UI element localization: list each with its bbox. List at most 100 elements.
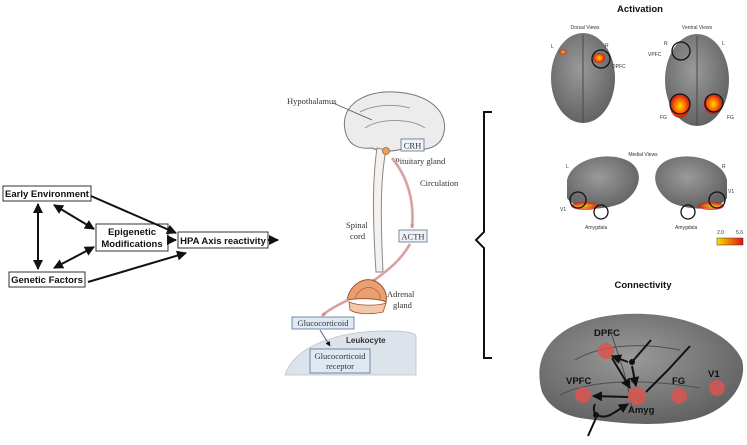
genetic-factors-label: Genetic Factors — [11, 275, 83, 286]
connectivity-panel: Connectivity DPFC VPFC FG V1 Amyg — [539, 280, 744, 437]
hpa-diagram: Hypothalamus CRH Pituitary gland Circula… — [284, 91, 459, 376]
leukocyte-label: Leukocyte — [346, 336, 386, 345]
fg-node — [671, 388, 687, 404]
circulation-arrow — [391, 157, 415, 229]
dorsal-views-title: Dorsal Views — [570, 25, 600, 31]
amyg-node — [628, 387, 646, 405]
adrenal-label-line1: Adrenal — [387, 289, 415, 299]
vpfc-label: VPFC — [648, 52, 662, 58]
dpfc-label: DPFC — [612, 64, 626, 70]
dorsal-R-label: R — [605, 43, 609, 49]
v1-left-circle — [569, 191, 587, 209]
ventral-R-label: R — [664, 41, 668, 47]
connection-arrow — [611, 403, 629, 415]
v1-right-circle — [708, 191, 726, 209]
amygdala-left-label: Amygdala — [585, 225, 607, 231]
brain-fold — [364, 120, 426, 129]
hypothalamus-pointer — [332, 102, 373, 121]
hpa-axis-label: HPA Axis reactivity — [180, 236, 266, 247]
causal-model: Early Environment Genetic Factors Epigen… — [2, 185, 279, 288]
amygdala-left-circle — [593, 204, 609, 220]
epigenetic-label-line1: Epigenetic — [108, 227, 156, 238]
early-environment-label: Early Environment — [5, 189, 90, 200]
medial-views-title: Medial Views — [628, 152, 658, 158]
spinal-cord-drawing — [372, 147, 387, 273]
early-environment-box — [2, 185, 92, 202]
medial-L-label: L — [566, 164, 569, 170]
amyg-connection — [629, 365, 640, 387]
gc-receptor-arrow — [319, 329, 331, 347]
adrenal-gc-arrow — [321, 299, 349, 317]
fg-node-label: FG — [672, 376, 685, 387]
junction-dot — [593, 412, 599, 418]
pituitary-label: Pituitary gland — [395, 156, 446, 166]
acth-adrenal-arrow — [371, 243, 411, 283]
v1-left-label: V1 — [560, 207, 566, 213]
gc-receptor-label-line1: Glucocorticoid — [315, 351, 367, 361]
circulation-label: Circulation — [420, 178, 459, 188]
env-hpa-arrow — [90, 195, 177, 234]
v1-node-label: V1 — [708, 369, 720, 380]
medial-left-brain — [567, 156, 639, 209]
vpfc-node-label: VPFC — [566, 376, 591, 387]
color-scale-max: 5.6 — [736, 230, 743, 236]
ventral-activation-blob — [704, 94, 722, 114]
ventral-L-label: L — [722, 41, 725, 47]
acth-box — [398, 229, 428, 243]
medial-R-label: R — [722, 164, 726, 170]
fg-left-label: FG — [660, 115, 667, 121]
connection-line — [587, 417, 597, 437]
glucocorticoid-box — [291, 316, 355, 330]
dorsal-activation-blob — [593, 53, 605, 63]
connectivity-title: Connectivity — [614, 280, 672, 291]
connection-line — [631, 339, 652, 363]
spinal-label-line2: cord — [350, 231, 366, 241]
activation-panel: Activation Dorsal Views Ventral Views L … — [551, 4, 744, 246]
amygdala-right-circle — [680, 204, 696, 220]
color-scale-bar — [716, 237, 744, 246]
dorsal-activation-blob — [559, 49, 567, 55]
fg-left-circle — [669, 93, 691, 115]
amyg-vpfc-arrow — [592, 391, 629, 402]
epigenetic-box — [95, 223, 169, 252]
adrenal-label-line2: gland — [393, 300, 413, 310]
amyg-fg-line — [645, 369, 669, 393]
brain-sulcus — [559, 381, 701, 396]
spinal-label-line1: Spinal — [346, 220, 368, 230]
brain-fold — [359, 104, 411, 113]
hypothalamus-label: Hypothalamus — [287, 96, 337, 106]
vpfc-node — [575, 387, 591, 403]
crh-label: CRH — [404, 141, 421, 151]
brain-drawing — [343, 91, 446, 152]
dpfc-node-label: DPFC — [594, 328, 620, 339]
glucocorticoid-label: Glucocorticoid — [298, 318, 350, 328]
dpfc-node — [598, 343, 614, 359]
ventral-views-title: Ventral Views — [682, 25, 713, 31]
genetic-hpa-arrow — [87, 250, 187, 283]
dpfc-circle — [591, 49, 611, 69]
brain-sulcus — [574, 345, 681, 361]
epigenetic-label-line2: Modifications — [101, 239, 162, 250]
gc-receptor-label-line2: receptor — [326, 361, 354, 371]
dpfc-amyg-arrow — [611, 357, 631, 389]
adrenal-inner — [354, 287, 381, 300]
pituitary-gland-dot — [382, 147, 390, 155]
crh-box — [400, 138, 425, 152]
acth-label: ACTH — [401, 232, 424, 242]
gc-receptor-box — [309, 348, 371, 374]
fg-right-circle — [704, 93, 724, 113]
fg-right-label: FG — [727, 115, 734, 121]
curly-brace — [474, 111, 492, 359]
amygdala-right-label: Amygdala — [675, 225, 697, 231]
env-epigenetic-arrow — [53, 204, 95, 230]
activation-title: Activation — [617, 4, 663, 15]
v1-node — [709, 380, 725, 396]
adrenal-gland-drawing — [346, 279, 387, 303]
connection-line — [667, 345, 691, 371]
color-scale-min: 2.0 — [717, 230, 724, 236]
kidney-drawing — [348, 301, 387, 315]
vpfc-circle — [671, 41, 691, 61]
amyg-node-label: Amyg — [628, 405, 655, 416]
